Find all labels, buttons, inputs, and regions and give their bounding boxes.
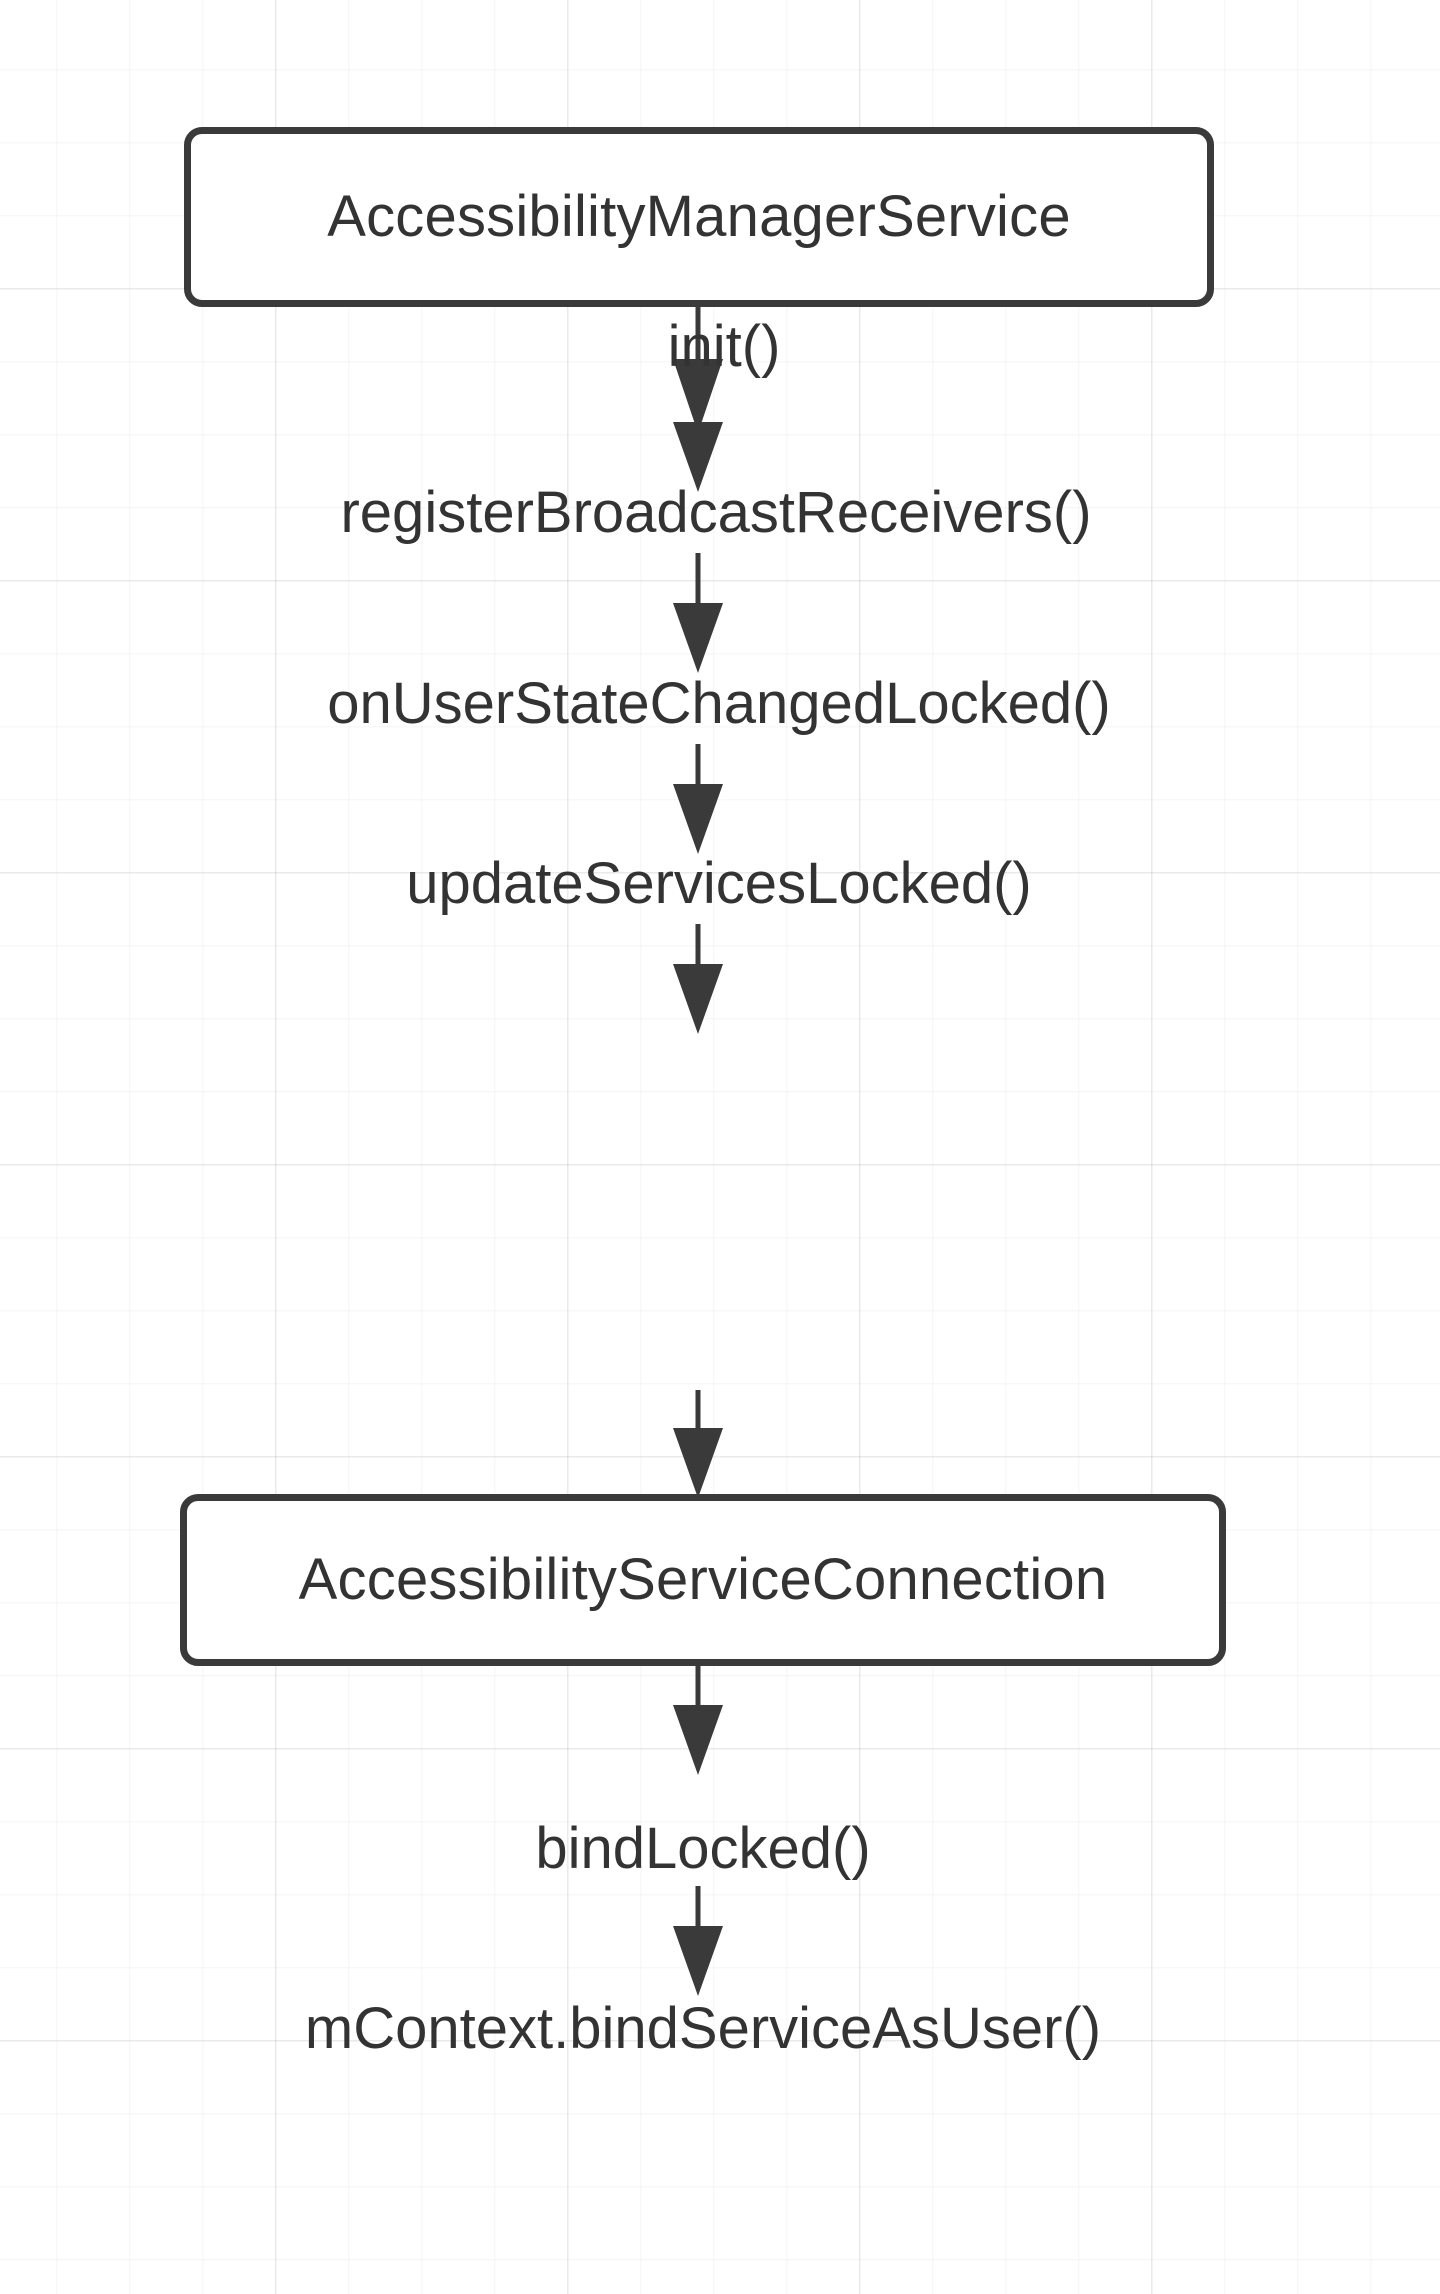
arrow-head-icon bbox=[673, 1705, 723, 1775]
node-label: AccessibilityManagerService bbox=[327, 184, 1071, 249]
arrow-stem bbox=[695, 382, 701, 424]
arrow-head-icon bbox=[673, 422, 723, 492]
arrow-stem bbox=[695, 1663, 701, 1707]
step-mcontext-bind-service-as-user[interactable]: mContext.bindServiceAsUser() bbox=[0, 2000, 1440, 2058]
arrow-head-icon bbox=[673, 964, 723, 1034]
arrow-stem bbox=[695, 1390, 701, 1430]
node-accessibility-manager-service[interactable]: AccessibilityManagerService bbox=[184, 127, 1214, 307]
step-label: onUserStateChangedLocked() bbox=[327, 671, 1111, 736]
arrow-stem bbox=[695, 744, 701, 786]
step-register-broadcast-receivers[interactable]: registerBroadcastReceivers() bbox=[0, 484, 1440, 542]
arrow-stem bbox=[695, 553, 701, 605]
arrow-head-icon bbox=[673, 784, 723, 854]
arrow-head-icon bbox=[673, 1926, 723, 1996]
node-accessibility-service-connection[interactable]: AccessibilityServiceConnection bbox=[180, 1494, 1226, 1666]
arrow-stem bbox=[695, 1886, 701, 1928]
step-label: bindLocked() bbox=[535, 1816, 871, 1881]
step-label: mContext.bindServiceAsUser() bbox=[304, 1996, 1102, 2061]
step-label: updateServicesLocked() bbox=[406, 851, 1032, 916]
arrow-head-icon bbox=[673, 1428, 723, 1498]
step-on-user-state-changed-locked[interactable]: onUserStateChangedLocked() bbox=[0, 675, 1440, 733]
step-label: init() bbox=[667, 314, 781, 379]
node-label: AccessibilityServiceConnection bbox=[298, 1547, 1108, 1612]
step-label: registerBroadcastReceivers() bbox=[340, 480, 1092, 545]
step-init[interactable]: init() bbox=[0, 318, 1440, 376]
step-bind-locked[interactable]: bindLocked() bbox=[0, 1820, 1440, 1878]
arrow-head-icon bbox=[673, 603, 723, 673]
step-update-services-locked[interactable]: updateServicesLocked() bbox=[0, 855, 1440, 913]
arrow-stem bbox=[695, 305, 701, 361]
arrow-stem bbox=[695, 924, 701, 966]
